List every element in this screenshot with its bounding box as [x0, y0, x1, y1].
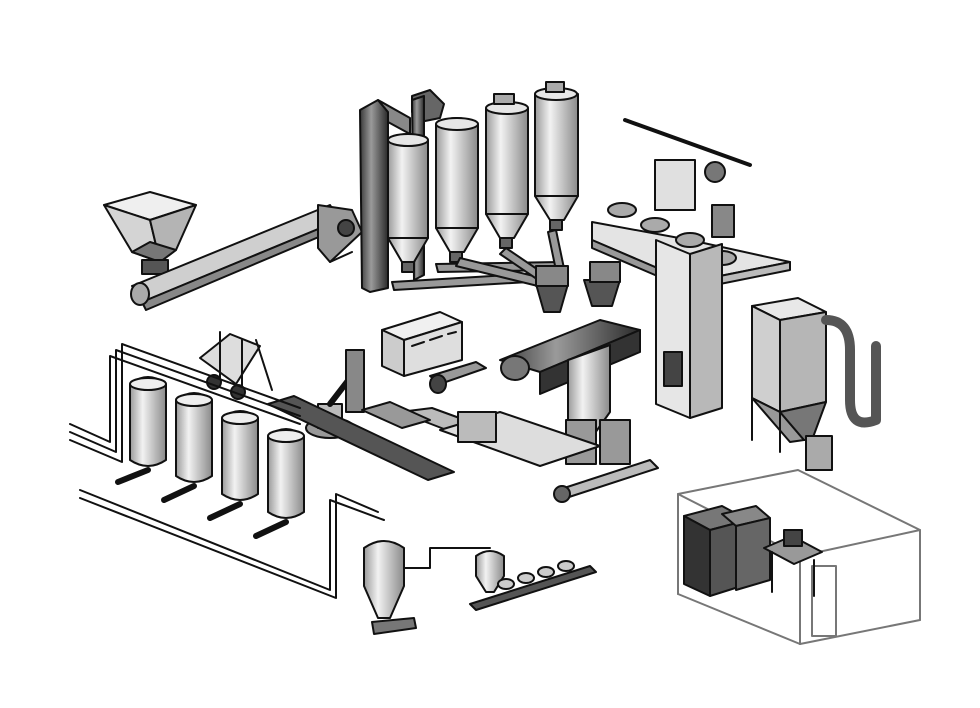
silo-1 [387, 133, 429, 273]
roller-conveyor [267, 395, 455, 481]
control-cabinet [381, 311, 463, 377]
bottom-belt-conveyor [553, 459, 659, 503]
drive-motor [429, 361, 487, 394]
inclined-screw-conveyor [130, 204, 363, 311]
silo-4 [534, 81, 579, 231]
dust-collector [751, 297, 881, 471]
silo-2 [435, 117, 479, 263]
silo-3 [485, 93, 529, 249]
forklift [199, 331, 273, 400]
packing-platform [399, 407, 601, 467]
weighing-hoppers [535, 261, 621, 313]
top-platform [591, 118, 791, 291]
tank-4 [253, 428, 305, 539]
operator-desk [763, 529, 823, 597]
liquid-pipes [69, 343, 385, 599]
tank-2 [161, 392, 213, 503]
tank-1 [115, 376, 167, 485]
filling-line [469, 550, 597, 611]
storage-silos [387, 81, 579, 273]
liquid-tanks [115, 376, 305, 539]
tank-3 [207, 410, 259, 521]
raw-material-hopper [103, 191, 197, 275]
control-panels [683, 505, 771, 597]
cyclone-separator [363, 540, 491, 635]
lift-tower [655, 239, 723, 419]
control-room [677, 469, 921, 645]
